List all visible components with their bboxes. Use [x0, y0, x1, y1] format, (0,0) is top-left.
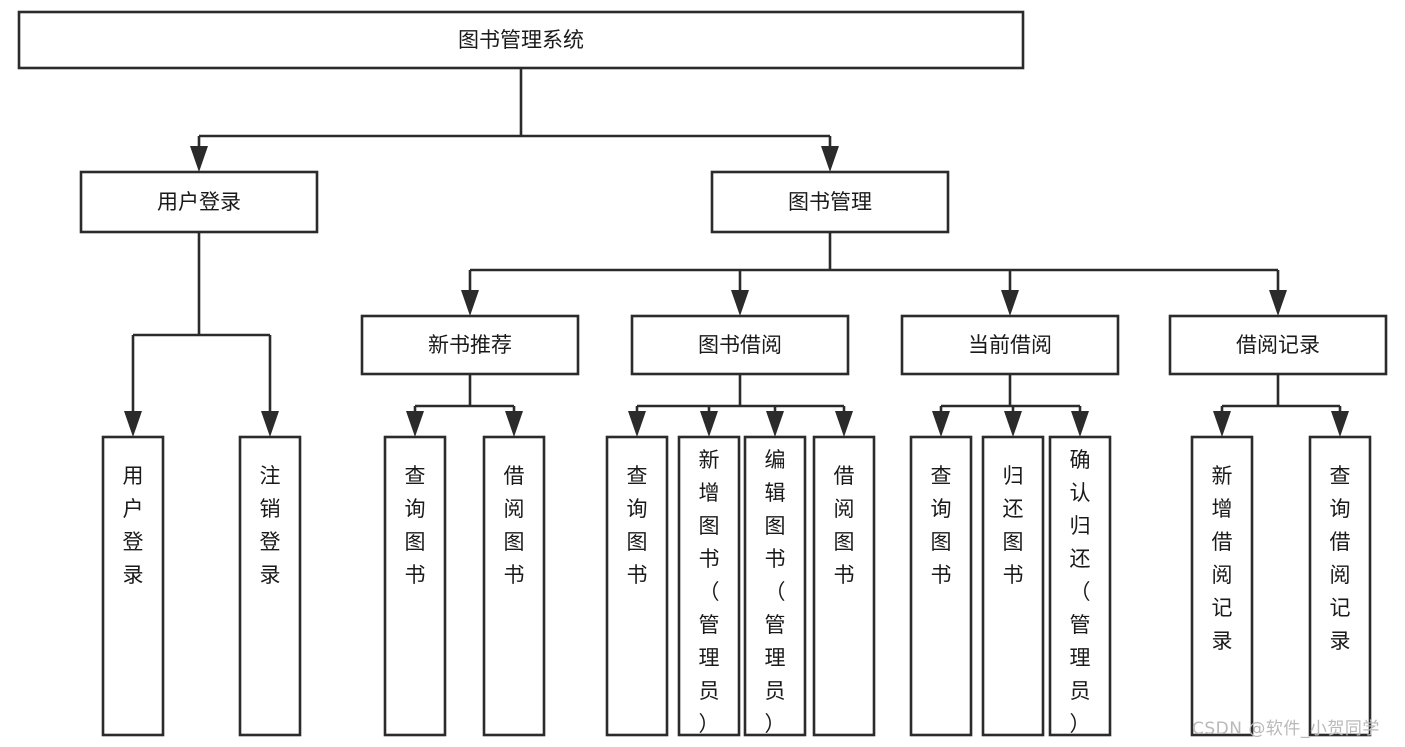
node-box[interactable]	[482, 435, 546, 737]
group-2-arrow-0-head-icon	[932, 411, 950, 437]
node-label: 借阅图书	[504, 464, 525, 587]
node-leaf-7[interactable]: 借阅图书	[812, 435, 876, 737]
node-label: 查询图书	[931, 464, 952, 587]
node-leaf-0[interactable]: 用户登录	[101, 435, 165, 737]
node-leaf-9[interactable]: 归还图书	[981, 435, 1045, 737]
node-box[interactable]	[238, 435, 302, 737]
node-label: 图书管理	[788, 190, 872, 214]
node-leaf-2[interactable]: 查询图书	[383, 435, 447, 737]
node-label: 图书管理系统	[458, 28, 584, 52]
node-label: 注销登录	[260, 464, 281, 587]
group-0-arrow-0-head-icon	[406, 411, 424, 437]
level2-arrow-0-head-icon	[190, 146, 208, 172]
node-box[interactable]	[1190, 435, 1254, 737]
node-box[interactable]	[1308, 435, 1372, 737]
node-label: 用户登录	[157, 190, 241, 214]
node-leaf-3[interactable]: 借阅图书	[482, 435, 546, 737]
node-box[interactable]	[909, 435, 973, 737]
node-leaf-10[interactable]: 确认归还（管理员）	[1048, 435, 1112, 737]
node-label: 确认归还（管理员）	[1070, 448, 1091, 736]
group-1-arrow-1-head-icon	[700, 411, 718, 437]
node-box[interactable]	[1168, 314, 1388, 376]
node-level3-2[interactable]: 当前借阅	[900, 314, 1120, 376]
node-label: 查询图书	[405, 464, 426, 587]
group-3-arrow-1-head-icon	[1331, 411, 1349, 437]
group-1-arrow-3-head-icon	[835, 411, 853, 437]
node-box[interactable]	[360, 314, 580, 376]
node-label: 编辑图书（管理员）	[765, 448, 786, 736]
node-box[interactable]	[1048, 435, 1112, 737]
group-2-arrow-2-head-icon	[1071, 411, 1089, 437]
login-arrow-1-head-icon	[261, 411, 279, 437]
group-1-arrow-0-head-icon	[628, 411, 646, 437]
node-box[interactable]	[383, 435, 447, 737]
group-1-arrow-2-head-icon	[766, 411, 784, 437]
node-label: 查询借阅记录	[1330, 464, 1351, 653]
node-leaf-12[interactable]: 查询借阅记录	[1308, 435, 1372, 737]
node-label: 查询图书	[627, 464, 648, 587]
manage-arrow-0-head-icon	[461, 290, 479, 316]
login-arrow-0-head-icon	[124, 411, 142, 437]
node-label: 用户登录	[123, 464, 144, 587]
node-leaf-6[interactable]: 编辑图书（管理员）	[743, 435, 807, 737]
node-level2-0[interactable]: 用户登录	[79, 170, 319, 234]
group-3-arrow-0-head-icon	[1213, 411, 1231, 437]
node-leaf-4[interactable]: 查询图书	[605, 435, 669, 737]
node-level2-1[interactable]: 图书管理	[710, 170, 950, 234]
node-box[interactable]	[812, 435, 876, 737]
node-box[interactable]	[17, 10, 1025, 70]
node-label: 新增借阅记录	[1212, 464, 1233, 653]
node-box[interactable]	[743, 435, 807, 737]
node-box[interactable]	[79, 170, 319, 234]
node-root-0[interactable]: 图书管理系统	[17, 10, 1025, 70]
node-box[interactable]	[710, 170, 950, 234]
node-leaf-1[interactable]: 注销登录	[238, 435, 302, 737]
node-box[interactable]	[677, 435, 741, 737]
node-label: 新增图书（管理员）	[699, 448, 720, 736]
node-level3-0[interactable]: 新书推荐	[360, 314, 580, 376]
node-leaf-5[interactable]: 新增图书（管理员）	[677, 435, 741, 737]
node-label: 借阅图书	[834, 464, 855, 587]
manage-arrow-2-head-icon	[1001, 290, 1019, 316]
group-0-arrow-1-head-icon	[505, 411, 523, 437]
node-box[interactable]	[630, 314, 850, 376]
manage-arrow-3-head-icon	[1269, 290, 1287, 316]
node-box[interactable]	[981, 435, 1045, 737]
node-leaf-8[interactable]: 查询图书	[909, 435, 973, 737]
node-label: 借阅记录	[1236, 333, 1320, 357]
node-leaf-11[interactable]: 新增借阅记录	[1190, 435, 1254, 737]
manage-arrow-1-head-icon	[731, 290, 749, 316]
node-box[interactable]	[101, 435, 165, 737]
node-label: 当前借阅	[968, 333, 1052, 357]
node-level3-1[interactable]: 图书借阅	[630, 314, 850, 376]
node-label: 归还图书	[1003, 464, 1024, 587]
level2-arrow-1-head-icon	[821, 146, 839, 172]
node-box[interactable]	[900, 314, 1120, 376]
node-level3-3[interactable]: 借阅记录	[1168, 314, 1388, 376]
node-label: 图书借阅	[698, 333, 782, 357]
group-2-arrow-1-head-icon	[1004, 411, 1022, 437]
node-box[interactable]	[605, 435, 669, 737]
node-label: 新书推荐	[428, 333, 512, 357]
